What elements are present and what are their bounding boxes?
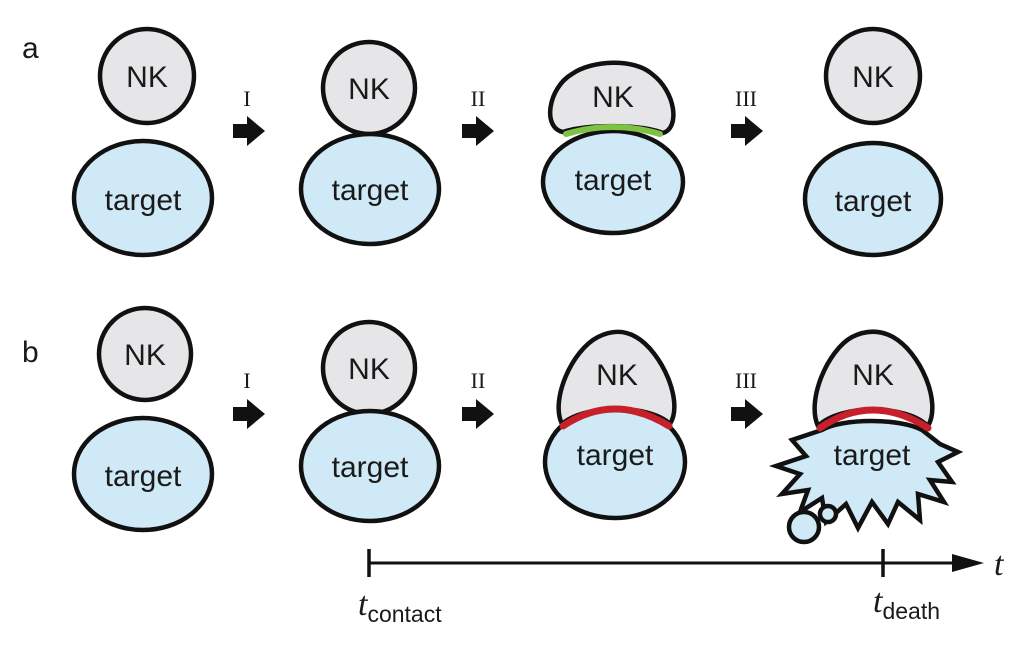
step-label-I-a: I [243,86,250,111]
nk-cell [97,26,197,126]
right-arrow-icon [731,116,763,146]
nk-label: NK [126,61,168,94]
target-label: target [577,439,654,472]
immune-synapse-red [816,406,932,432]
step-label-II-a: II [471,86,486,111]
nk-label: NK [596,359,638,392]
row-a-stage-2: NK target [298,39,442,247]
nk-cell [96,305,194,403]
step-label-III-b: III [735,368,757,393]
target-label: target [332,174,409,207]
step-label-I-b: I [243,368,250,393]
target-cell-dying [768,418,964,533]
timeline-arrowhead [952,554,984,572]
nk-label: NK [852,61,894,94]
target-label: target [105,460,182,493]
target-label: target [834,439,911,472]
target-cell [71,138,215,258]
row-a-stage-4: NK target [802,26,944,258]
nk-cell [823,26,923,126]
row-b-stage-4: NK target [768,329,964,545]
apoptotic-bleb [786,509,822,545]
target-cell [540,128,686,236]
nk-label: NK [124,339,166,372]
nk-label: NK [348,353,390,386]
immune-synapse-green [563,124,663,137]
time-axis-label: t [994,546,1005,583]
right-arrow-icon [233,116,265,146]
step-label-II-b: II [471,368,486,393]
target-cell [71,415,215,533]
target-cell [298,131,442,247]
step-label-III-a: III [735,86,757,111]
row-a-stage-1: NK target [71,26,215,258]
timeline: t tcontact tdeath [358,546,1005,627]
target-label: target [575,164,652,197]
apoptotic-bleb [817,503,839,525]
target-cell [802,140,944,258]
nk-label: NK [348,73,390,106]
right-arrow-icon [462,116,494,146]
t-death-label: tdeath [873,583,940,624]
t-contact-label: tcontact [358,586,442,627]
target-label: target [332,451,409,484]
target-label: target [835,185,912,218]
row-b-stage-2: NK target [298,319,442,524]
right-arrow-icon [462,399,494,429]
row-b-stage-3: NK target [542,329,688,521]
row-b-stage-1: NK target [71,305,215,533]
right-arrow-icon [731,399,763,429]
target-cell [298,408,442,524]
immune-synapse-red [559,405,673,430]
target-label: target [105,184,182,217]
panel-label-b: b [22,336,39,369]
nk-label: NK [852,359,894,392]
nk-label: NK [592,81,634,114]
panel-label-a: a [22,32,39,65]
right-arrow-icon [233,399,265,429]
row-a-stage-3: NK target [540,60,686,236]
